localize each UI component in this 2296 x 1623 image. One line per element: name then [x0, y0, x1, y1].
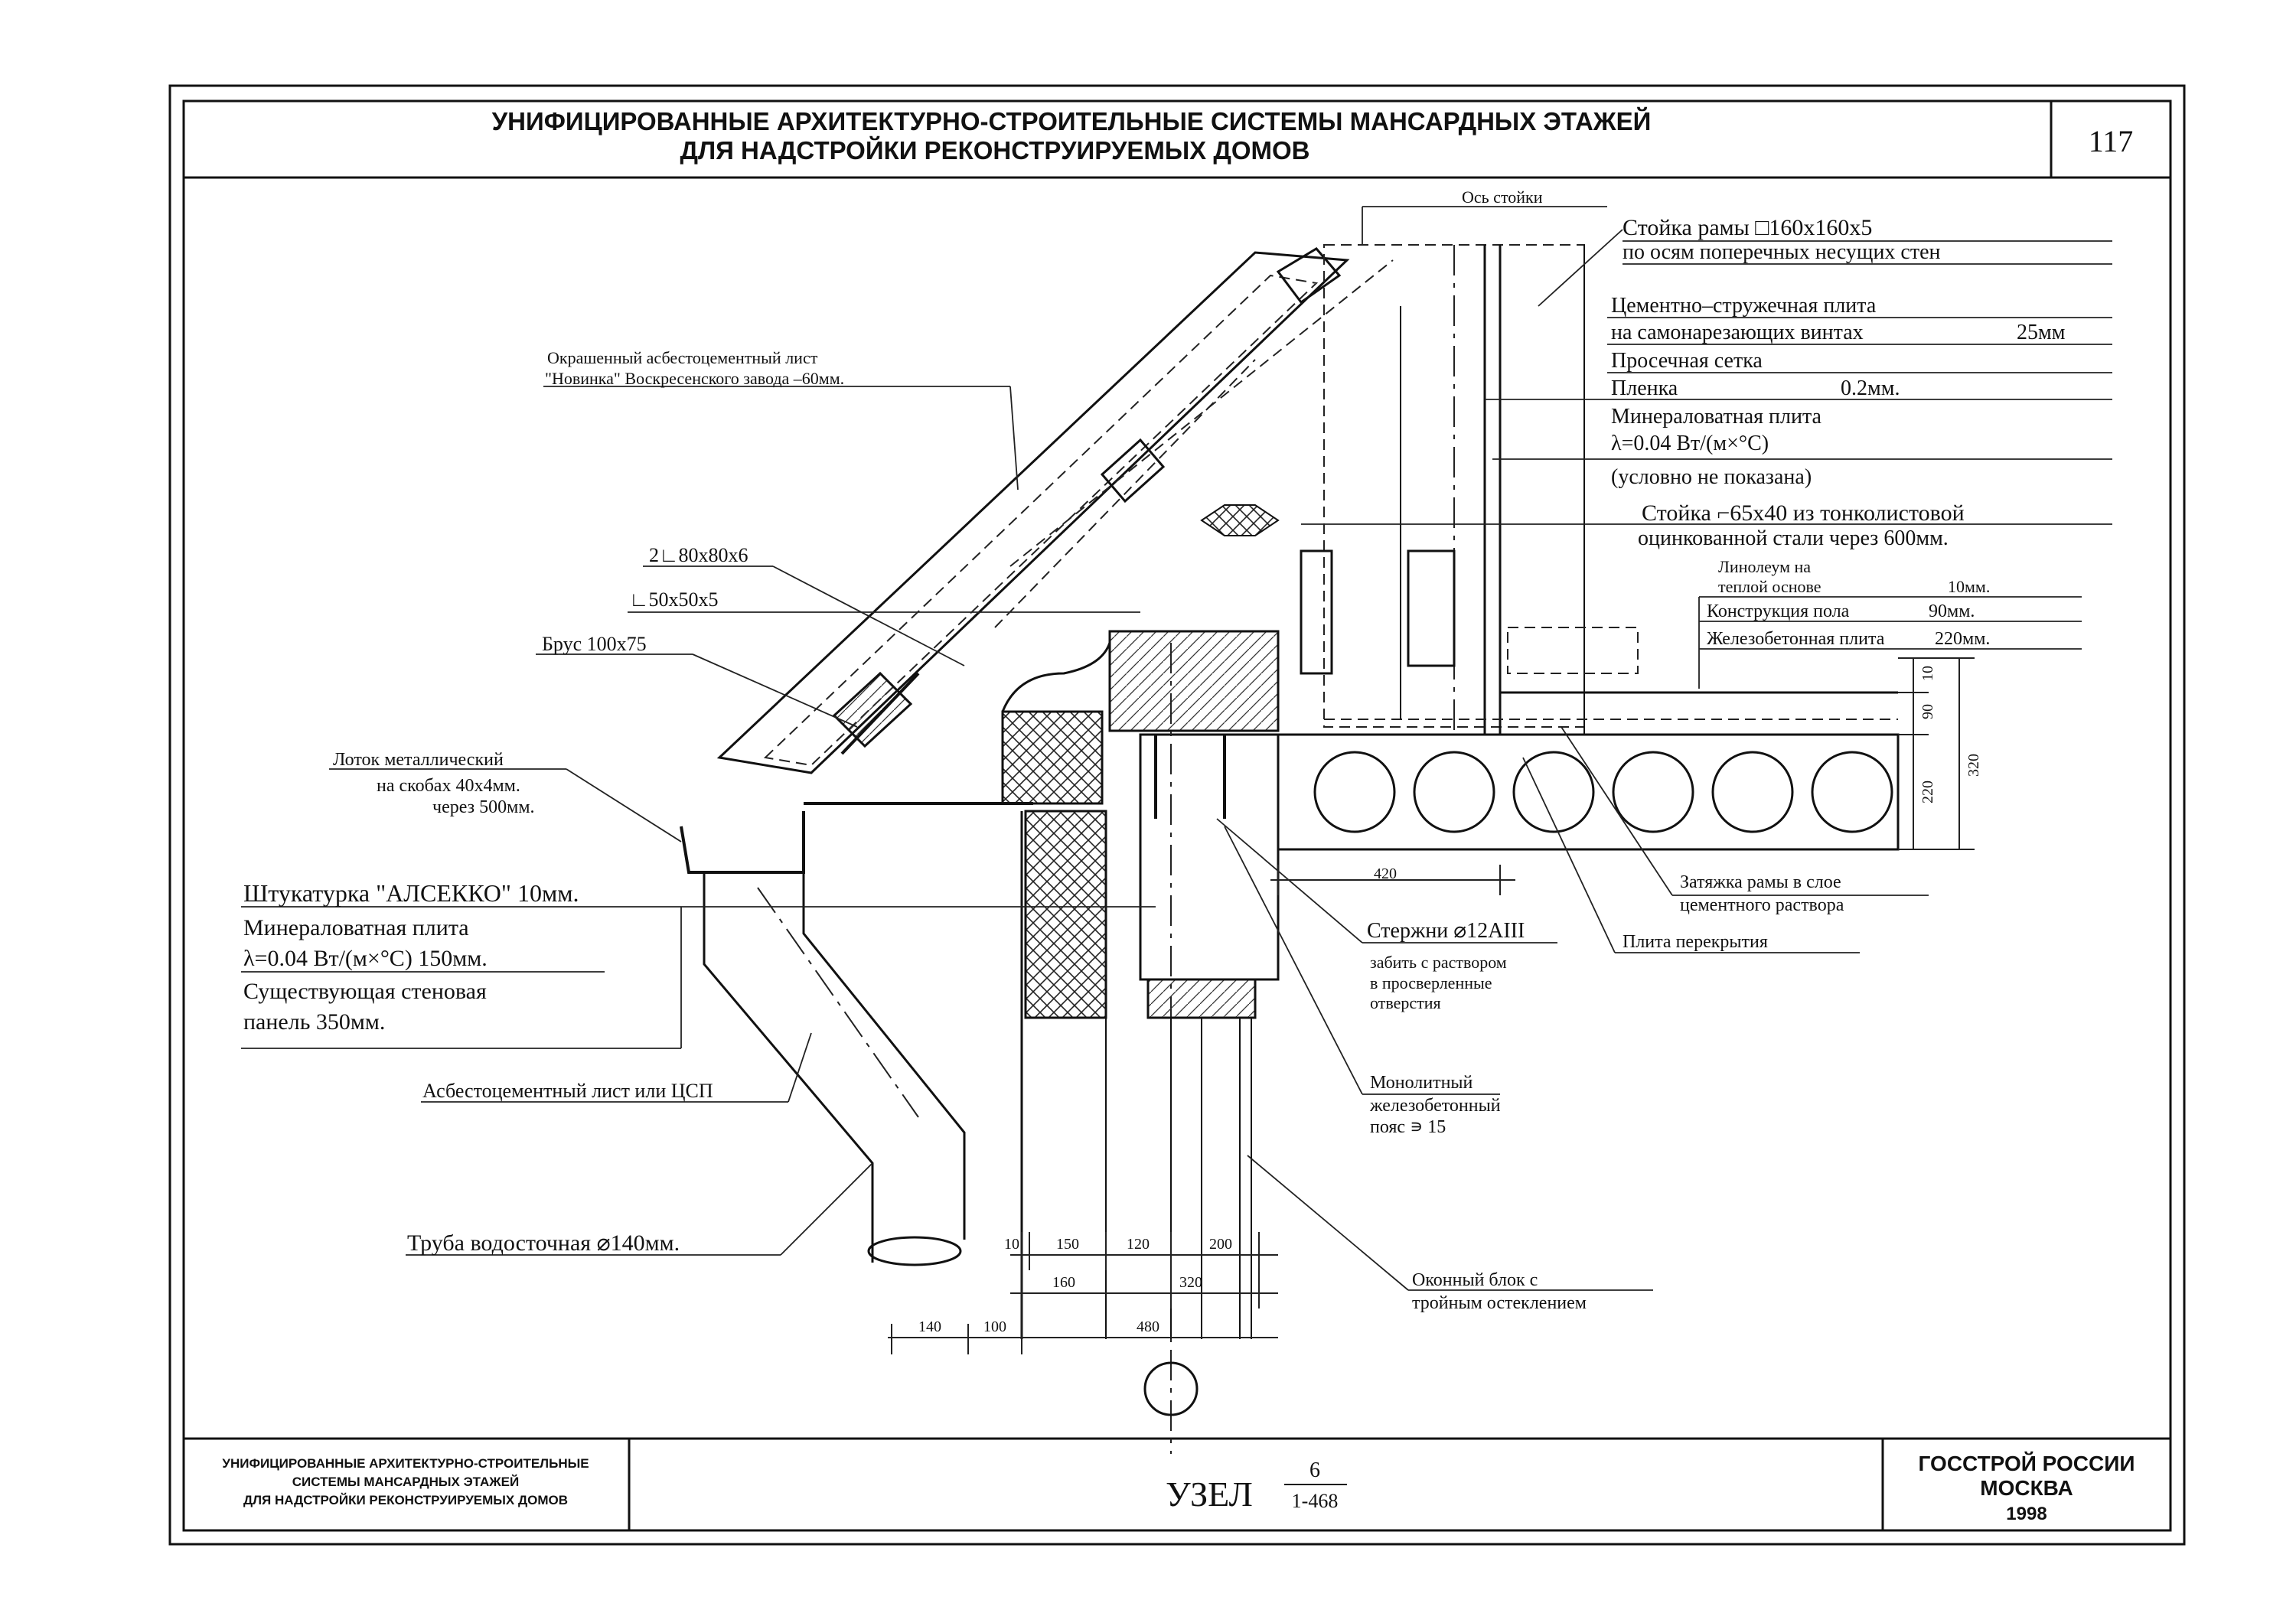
label-asbestos-sheet: Асбестоцементный лист или ЦСП: [422, 1080, 713, 1102]
frame-post: [1300, 244, 1639, 735]
label-belt-1: Монолитный: [1370, 1073, 1473, 1093]
page-number: 117: [2089, 124, 2134, 158]
label-cement-board-1: Цементно–стружечная плита: [1611, 294, 1877, 318]
label-wall-panel-1: Существующая стеновая: [243, 979, 487, 1004]
label-axis-post: Ось стойки: [1462, 187, 1543, 207]
label-floor-constr-thk: 90мм.: [1929, 601, 1975, 621]
label-floor-constr: Конструкция пола: [1707, 601, 1850, 621]
dim-b100: 100: [983, 1318, 1006, 1335]
label-gutter-3: через 500мм.: [432, 797, 535, 817]
label-cement-board-thk: 25мм: [2017, 321, 2066, 344]
label-mineral-3: (условно не показана): [1611, 465, 1812, 489]
node-number: 6: [1309, 1458, 1320, 1482]
dim-b200: 200: [1209, 1236, 1232, 1253]
label-floor-slab: Плита перекрытия: [1623, 932, 1768, 952]
label-rod-3: в просверленные: [1370, 973, 1492, 992]
label-asbestos-1: Окрашенный асбестоцементный лист: [547, 348, 818, 367]
dim-v90: 90: [1919, 704, 1936, 719]
label-wall-mineral-2: λ=0.04 Вт/(м×°С) 150мм.: [243, 946, 488, 971]
footer-city: МОСКВА: [1980, 1476, 2073, 1500]
slope-angles: [832, 247, 1342, 755]
label-window-2: тройным остеклением: [1412, 1293, 1587, 1313]
label-rod-1: Стержни ⌀12АIII: [1367, 919, 1525, 943]
label-linoleum-2: теплой основе: [1718, 577, 1821, 596]
dim-b10: 10: [1004, 1236, 1019, 1253]
label-stud-1: Стойка ⌐65х40 из тонколистовой: [1642, 500, 1965, 526]
roof-slab: [716, 251, 1394, 774]
label-wall-panel-2: панель 350мм.: [243, 1009, 385, 1035]
axis-marker: [1143, 1361, 1199, 1416]
dim-v320: 320: [1965, 754, 1982, 777]
dim-b150: 150: [1056, 1236, 1079, 1253]
node-document: 1-468: [1292, 1490, 1339, 1512]
label-window-1: Оконный блок с: [1412, 1270, 1538, 1290]
label-frame-post-1: Стойка рамы □160х160х5: [1623, 215, 1872, 240]
label-angle-2l: 2∟80х80х6: [649, 544, 748, 566]
node-label: УЗЕЛ: [1166, 1475, 1253, 1514]
label-wall-mineral-1: Минераловатная плита: [243, 915, 469, 940]
label-belt-3: пояс ∍ 15: [1370, 1117, 1446, 1137]
title-block: УНИФИЦИРОВАННЫЕ АРХИТЕКТУРНО-СТРОИТЕЛЬНЫ…: [184, 1437, 2170, 1530]
label-tie-2: цементного раствора: [1680, 895, 1844, 915]
label-plaster: Штукатурка "АЛСЕККО" 10мм.: [243, 879, 579, 907]
footer-org-line3: ДЛЯ НАДСТРОЙКИ РЕКОНСТРУИРУЕМЫХ ДОМОВ: [243, 1493, 568, 1507]
outer-frame: [168, 84, 2186, 1546]
dim-b320: 320: [1179, 1274, 1202, 1291]
label-beam: Брус 100х75: [542, 633, 647, 655]
label-rod-2: забить с раствором: [1370, 953, 1507, 972]
label-film: Пленка: [1611, 376, 1678, 400]
leaders: [241, 206, 2112, 1291]
label-linoleum-thk: 10мм.: [1948, 577, 1990, 596]
label-tie-1: Затяжка рамы в слое: [1680, 872, 1841, 892]
label-film-thk: 0.2мм.: [1841, 376, 1900, 400]
dimension-lines: [888, 657, 1975, 1354]
label-mineral-1: Минераловатная плита: [1611, 405, 1822, 429]
label-cement-board-2: на самонарезающих винтах: [1611, 321, 1864, 344]
footer-gosstroy: ГОССТРОЙ РОССИИ: [1919, 1451, 2135, 1475]
dim-b480: 480: [1137, 1318, 1159, 1335]
label-asbestos-2: "Новинка" Воскресенского завода –60мм.: [545, 369, 844, 388]
header: УНИФИЦИРОВАННЫЕ АРХИТЕКТУРНО-СТРОИТЕЛЬНЫ…: [184, 101, 2170, 179]
label-mesh: Просечная сетка: [1611, 349, 1763, 373]
label-belt-2: железобетонный: [1369, 1096, 1501, 1116]
hollow-core-slab: [1277, 691, 1900, 851]
wall-insulation: [1001, 642, 1111, 1339]
gutter: [680, 811, 805, 874]
rc-belt-body: [1139, 733, 1280, 981]
dim-420: 420: [1374, 865, 1397, 882]
footer-year: 1998: [2006, 1504, 2047, 1524]
label-downpipe: Труба водосточная ⌀140мм.: [407, 1230, 680, 1256]
label-gutter-2: на скобах 40х4мм.: [377, 776, 520, 796]
label-linoleum-1: Линолеум на: [1718, 557, 1811, 576]
sheet-title-line2: ДЛЯ НАДСТРОЙКИ РЕКОНСТРУИРУЕМЫХ ДОМОВ: [680, 135, 1309, 165]
label-mineral-2: λ=0.04 Вт/(м×°С): [1611, 432, 1769, 455]
sheet-title-line1: УНИФИЦИРОВАННЫЕ АРХИТЕКТУРНО-СТРОИТЕЛЬНЫ…: [492, 106, 1652, 135]
dim-b140: 140: [918, 1318, 941, 1335]
monolithic-belt: [1108, 630, 1280, 732]
dimension-texts: 420 10 90 220 320 10 150 120 200 160 320…: [918, 666, 1982, 1335]
dim-b120: 120: [1127, 1236, 1150, 1253]
inner-frame: [182, 99, 2172, 1532]
callouts: Ось стойки Стойка рамы □160х160х5 по ося…: [243, 187, 2066, 1313]
dim-v220: 220: [1919, 781, 1936, 803]
label-angle-l: ∟50х50х5: [629, 588, 718, 611]
dim-v10: 10: [1919, 666, 1936, 681]
label-gutter-1: Лоток металлический: [333, 750, 504, 770]
label-stud-2: оцинкованной стали через 600мм.: [1638, 526, 1949, 550]
footer-org-line2: СИСТЕМЫ МАНСАРДНЫХ ЭТАЖЕЙ: [292, 1475, 519, 1489]
joint-symbol: [1200, 504, 1280, 536]
label-rc-slab-thk: 220мм.: [1935, 629, 1990, 649]
label-rc-slab: Железобетонная плита: [1707, 629, 1885, 649]
dim-b160: 160: [1052, 1274, 1075, 1291]
label-frame-post-2: по осям поперечных несущих стен: [1623, 240, 1941, 264]
footer-org-line1: УНИФИЦИРОВАННЫЕ АРХИТЕКТУРНО-СТРОИТЕЛЬНЫ…: [222, 1456, 589, 1471]
label-rod-4: отверстия: [1370, 993, 1441, 1012]
downpipe: [703, 872, 966, 1266]
